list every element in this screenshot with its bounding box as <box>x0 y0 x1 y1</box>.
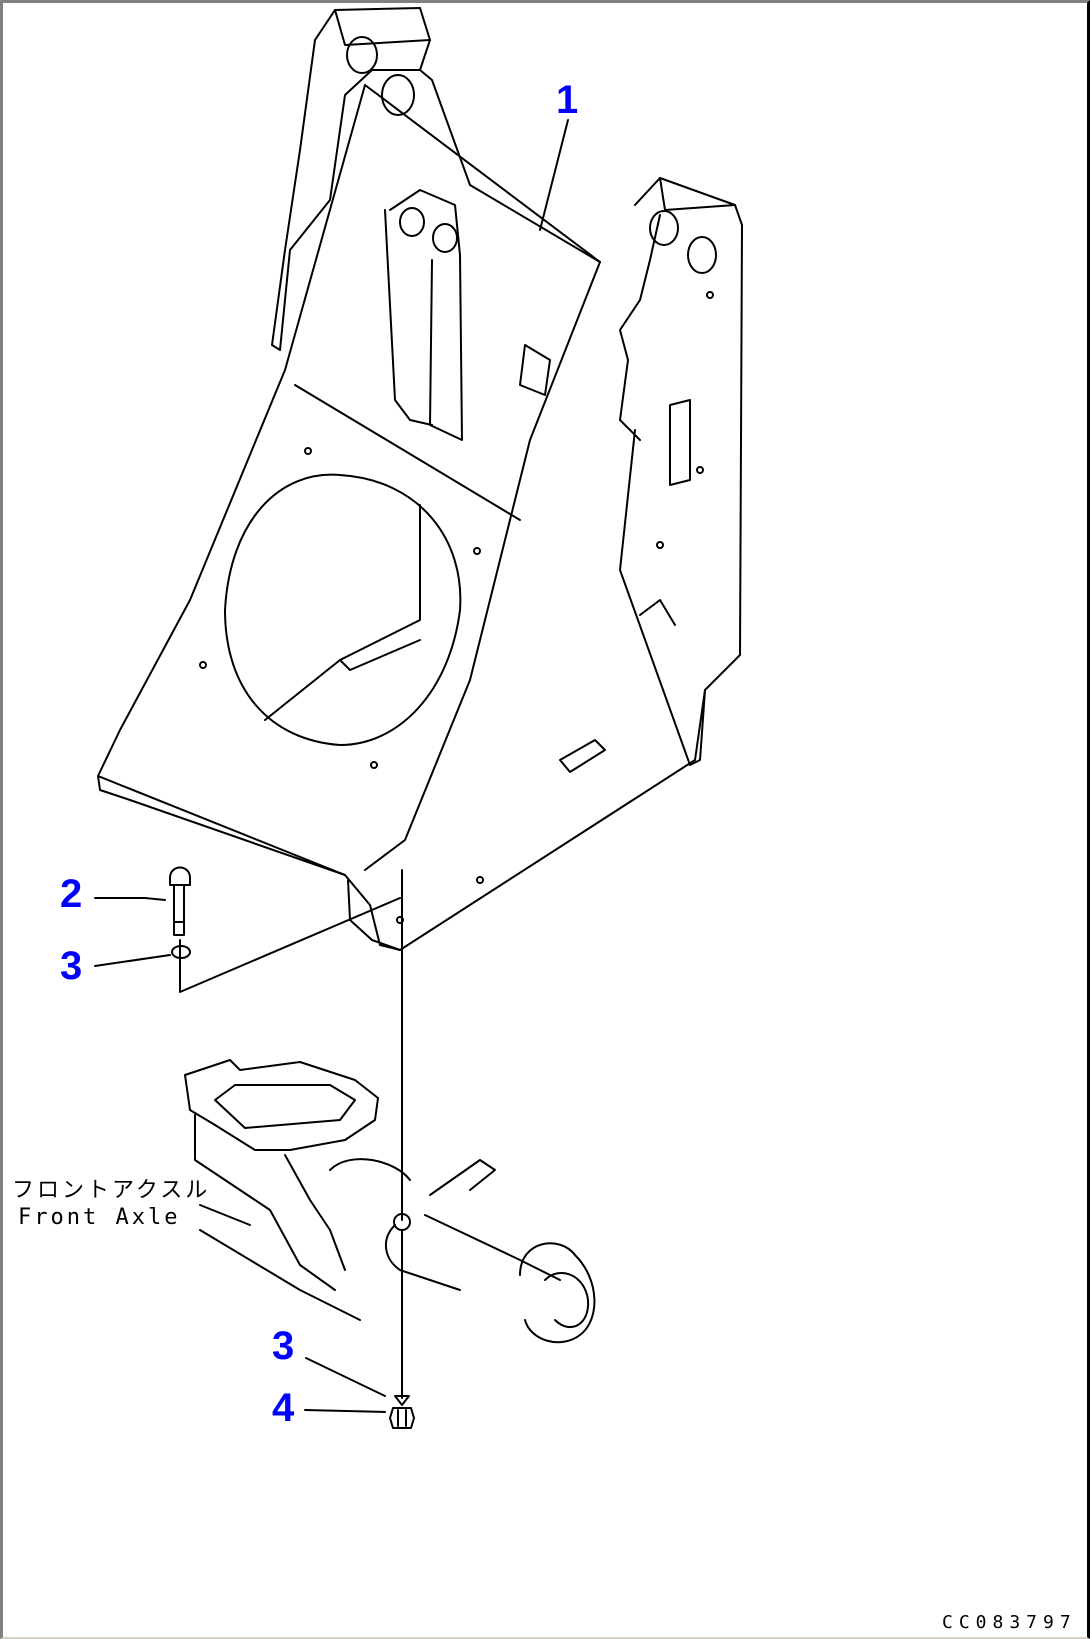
washer-upper-part <box>171 945 191 959</box>
drawing-number: CC083797 <box>942 1612 1077 1633</box>
callout-4: 4 <box>272 1386 295 1430</box>
bolt-leader-bracket <box>179 897 401 993</box>
nut-part <box>389 1407 415 1429</box>
washer-lower-part <box>394 1395 410 1406</box>
callout-2-leader <box>94 897 166 901</box>
callout-2: 2 <box>60 872 83 916</box>
front-axle-part <box>184 1059 596 1344</box>
frame-part <box>97 7 743 951</box>
callout-1: 1 <box>556 78 579 122</box>
callout-4-leader <box>304 1409 386 1413</box>
front-axle-label-japanese: フロントアクスル <box>12 1178 211 1203</box>
callout-3b-leader <box>305 1357 386 1397</box>
front-axle-label-english: Front Axle <box>18 1205 181 1230</box>
callout-3-upper: 3 <box>60 944 83 988</box>
front-axle-leader <box>199 1204 251 1226</box>
bolt-part <box>169 866 191 936</box>
callout-1-leader <box>539 119 569 231</box>
callout-3-lower: 3 <box>272 1324 295 1368</box>
callout-3a-leader <box>94 954 171 967</box>
